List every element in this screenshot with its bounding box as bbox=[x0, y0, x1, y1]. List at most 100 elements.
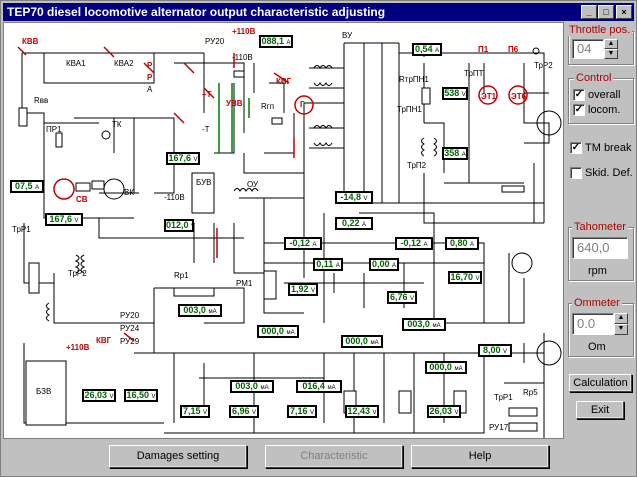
skid-def-checkbox[interactable] bbox=[570, 167, 582, 179]
label-plus110-top: +110В bbox=[232, 27, 256, 36]
meter-rtrpn1-current: 0,54 А bbox=[412, 43, 442, 56]
meter-branch2-voltage: 6,76 V bbox=[387, 291, 417, 304]
label-kvg-top: КВГ bbox=[276, 77, 292, 86]
overall-checkbox[interactable]: ✓ bbox=[573, 89, 585, 101]
meter-bottom-voltage3: 7,16 V bbox=[287, 405, 317, 418]
label-plus110-bottom: +110В bbox=[66, 343, 90, 352]
damages-setting-button[interactable]: Damages setting bbox=[109, 445, 247, 468]
label-kva1: КВА1 bbox=[66, 59, 86, 68]
help-button[interactable]: Help bbox=[411, 445, 549, 468]
tm-break-checkbox[interactable]: ✓ bbox=[570, 142, 582, 154]
throttle-up-button[interactable]: ▲ bbox=[604, 39, 618, 49]
meter-excitation-voltage: 167,6 V bbox=[166, 152, 200, 165]
meter-bottom-voltage5: 26,03 V bbox=[427, 405, 461, 418]
label-buv: БУВ bbox=[196, 178, 212, 187]
label-trr1-left: ТрР1 bbox=[12, 225, 31, 234]
label-p2: Р bbox=[147, 73, 153, 82]
label-trpt: ТрПТ bbox=[464, 69, 484, 78]
locom-label: locom. bbox=[588, 104, 621, 116]
meter-bottom-current2: 016,4 мА bbox=[296, 380, 342, 393]
overall-label: overall bbox=[588, 89, 621, 101]
meter-trr1-voltage: 8,00 V bbox=[478, 344, 512, 357]
label-et6: ЭТ6 bbox=[511, 92, 527, 101]
label-minus110-mid: -110В bbox=[164, 193, 185, 202]
meter-winding2-current: -0,12 А bbox=[395, 237, 433, 250]
ommeter-up-button[interactable]: ▲ bbox=[614, 313, 628, 324]
close-button[interactable]: × bbox=[616, 5, 632, 19]
schematic-wiring bbox=[17, 42, 562, 438]
meter-generator-current: 088,1 А bbox=[259, 35, 293, 48]
label-trr1-right: ТрР1 bbox=[494, 393, 513, 402]
label-ou: ОУ bbox=[247, 180, 259, 189]
tahometer-value: 640,0 bbox=[572, 237, 628, 259]
meter-bzv-voltage1: 26,03 V bbox=[82, 389, 116, 402]
throttle-input[interactable]: 04 bbox=[572, 39, 604, 59]
label-ru20-top: РУ20 bbox=[205, 37, 225, 46]
meter-bottom-current1: 003,0 мА bbox=[230, 380, 274, 393]
label-rr5: Rр5 bbox=[523, 388, 538, 397]
meter-winding1-current: -0,12 А bbox=[284, 237, 322, 250]
tm-break-label: TM break bbox=[585, 142, 632, 154]
title-bar: TEP70 diesel locomotive alternator outpu… bbox=[3, 3, 634, 21]
meter-bottom-voltage2: 6,96 V bbox=[229, 405, 259, 418]
meter-branch1-current: 0,11 А bbox=[313, 258, 343, 271]
label-tk: ТК bbox=[112, 120, 122, 129]
throttle-down-button[interactable]: ▼ bbox=[604, 49, 618, 59]
label-trp2: ТрП2 bbox=[407, 161, 427, 170]
label-rr1: Rр1 bbox=[174, 271, 189, 280]
om-label: Om bbox=[588, 341, 606, 353]
throttle-label: Throttle pos. bbox=[567, 24, 633, 36]
rpm-label: rpm bbox=[588, 265, 607, 277]
meter-control-current: 0,22 А bbox=[335, 217, 373, 230]
label-bzv: БЗВ bbox=[36, 387, 52, 396]
ommeter-down-button[interactable]: ▼ bbox=[614, 324, 628, 335]
meter-bzv-voltage2: 16,50 V bbox=[124, 389, 158, 402]
tahometer-label: Tahometer bbox=[572, 221, 628, 233]
label-et1: ЭТ1 bbox=[481, 92, 497, 101]
minimize-button[interactable]: _ bbox=[581, 5, 597, 19]
meter-ru17-current: 000,0 мА bbox=[425, 361, 467, 374]
meter-sv-current: 07,5 А bbox=[10, 180, 44, 193]
label-p6-motor: П6 bbox=[508, 45, 519, 54]
meter-buv-voltage: 012,0 V bbox=[164, 219, 196, 232]
label-p1: Р bbox=[147, 61, 153, 70]
skid-def-label: Skid. Def. bbox=[585, 167, 633, 179]
label-trr2-left: ТрР2 bbox=[68, 269, 87, 278]
label-ru24: РУ24 bbox=[120, 324, 140, 333]
locom-checkbox[interactable]: ✓ bbox=[573, 104, 585, 116]
meter-sv-voltage: 167,6 V bbox=[45, 213, 83, 226]
label-rm1: РМ1 bbox=[236, 279, 253, 288]
meter-traction-current: 358 А bbox=[442, 147, 468, 160]
label-ru17: РУ17 bbox=[489, 423, 509, 432]
ommeter-input[interactable]: 0.0 bbox=[572, 313, 614, 335]
meter-rr1-current: 003,0 мА bbox=[178, 304, 222, 317]
ommeter-label: Ommeter bbox=[572, 297, 622, 309]
label-plus-t: +Т bbox=[202, 90, 212, 99]
meter-branch2-current: 0,00 А bbox=[369, 258, 399, 271]
meter-rm1-voltage: 1,92 V bbox=[288, 283, 318, 296]
meter-bridge-voltage: 16,70 V bbox=[448, 271, 482, 284]
meter-traction-voltage: 538 V bbox=[442, 87, 468, 100]
calculation-button[interactable]: Calculation bbox=[569, 374, 632, 392]
maximize-button[interactable]: □ bbox=[598, 5, 614, 19]
label-a: А bbox=[147, 85, 153, 94]
meter-center-current: 000,0 мА bbox=[341, 335, 383, 348]
label-ru29: РУ29 bbox=[120, 337, 140, 346]
meter-right-current: 003,0 мА bbox=[402, 318, 446, 331]
label-rvv: Rвв bbox=[34, 96, 49, 105]
label-rgp: Rгп bbox=[261, 102, 275, 111]
control-group bbox=[568, 78, 634, 124]
label-trr2-top: ТрР2 bbox=[534, 61, 553, 70]
schematic-canvas: КВВ КВА1 КВА2 +110В РУ20 -110В Р Р А +Т … bbox=[3, 22, 564, 439]
meter-control-voltage: -14,8 V bbox=[335, 191, 373, 204]
label-kvg-bottom: КВГ bbox=[96, 336, 112, 345]
bottom-toolbar: Damages setting Characteristic Help bbox=[3, 441, 634, 474]
exit-button[interactable]: Exit bbox=[576, 401, 624, 419]
label-minus110-top: -110В bbox=[232, 53, 253, 62]
characteristic-button[interactable]: Characteristic bbox=[265, 445, 403, 468]
label-sv: СВ bbox=[76, 195, 88, 204]
control-label: Control bbox=[574, 72, 614, 84]
meter-winding3-current: 0,80 А bbox=[445, 237, 479, 250]
label-kvv: КВВ bbox=[22, 37, 39, 46]
